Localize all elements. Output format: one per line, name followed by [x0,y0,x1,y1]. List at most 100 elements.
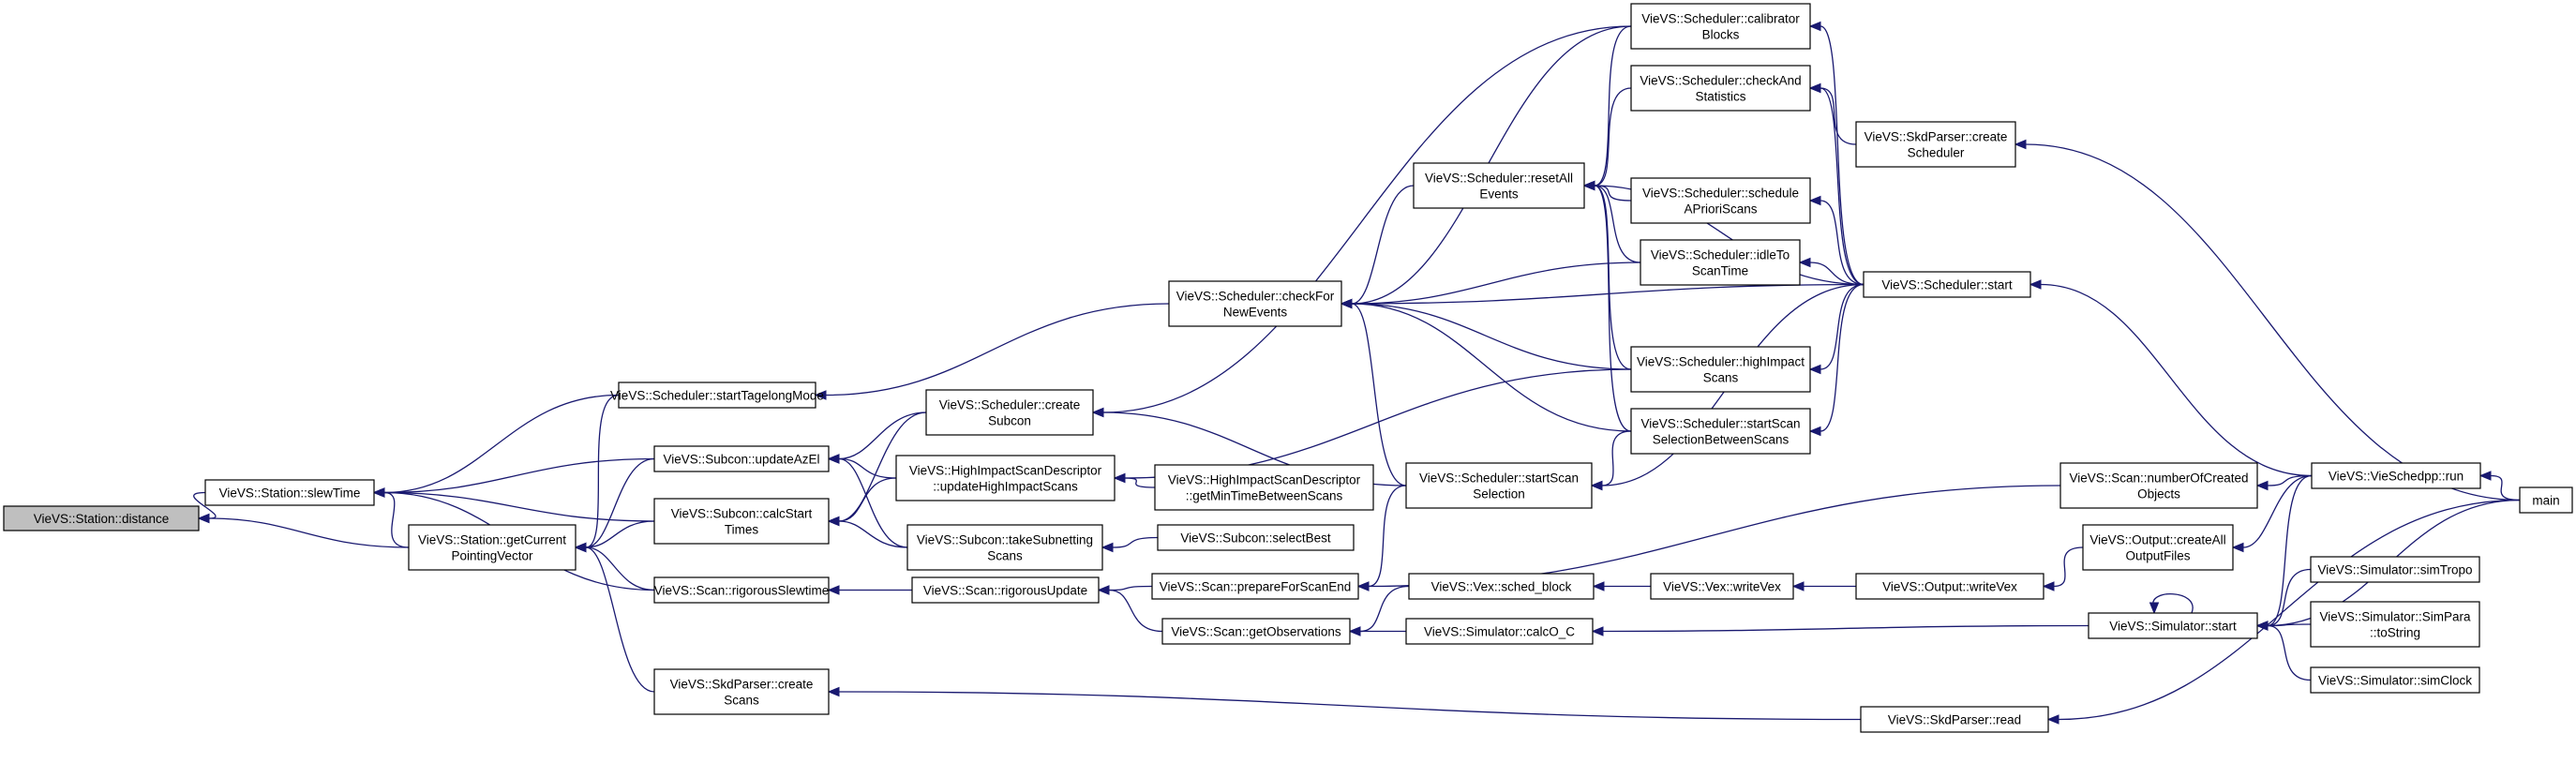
edge-takeSubnettingScans-to-calcStartTimes [827,516,908,548]
arrowhead [2231,542,2244,553]
edge-line [2267,568,2312,627]
node-label: Blocks [1702,28,1740,42]
edge-vieSchedppRun-to-createAllOutputFiles [2231,474,2313,553]
edge-rigorousSlewtime-to-getCurrentPointingVector [574,542,655,591]
node-label: VieVS::Subcon::calcStart [671,507,813,521]
edge-line [1124,477,1156,488]
edge-skdCreateScheduler-to-checkAndStatistics [1808,82,1857,145]
edge-startScanSelectionBetweenScans-to-resetAllEvents [1582,180,1632,432]
arrowhead [1113,472,1126,484]
edge-line [838,411,927,460]
node-label: main [2532,494,2559,508]
arrowhead [1808,364,1821,375]
node-updateAzEl[interactable]: VieVS::Subcon::updateAzEl [653,445,830,472]
node-simParaToString[interactable]: VieVS::Simulator::SimPara::toString [2310,601,2480,648]
edge-line [585,457,655,548]
node-getObservations[interactable]: VieVS::Scan::getObservations [1161,618,1351,645]
edge-getCurrentPointingVector-to-slewTime [372,487,410,548]
node-label: VieVS::Scan::rigorousSlewtime [654,584,830,598]
node-distance[interactable]: VieVS::Station::distance [3,505,200,531]
arrowhead [1582,180,1595,191]
node-startTagelongMode[interactable]: VieVS::Scheduler::startTagelongMode [610,382,824,409]
edge-highImpactScans-to-resetAllEvents [1582,180,1632,370]
edge-line [1112,536,1159,548]
edge-main-to-skdRead [2046,499,2521,725]
arrowhead [2042,581,2055,591]
node-label: VieVS::Scheduler::highImpact [1637,355,1805,369]
node-label: VieVS::Subcon::selectBest [1180,531,1331,546]
node-label: VieVS::SkdParser::create [1865,130,2008,144]
node-slewTime[interactable]: VieVS::Station::slewTime [204,479,375,506]
node-box [2519,486,2573,514]
node-schedulerStart[interactable]: VieVS::Scheduler::start [1863,271,2031,298]
node-simClock[interactable]: VieVS::Simulator::simClock [2310,666,2480,694]
node-simTropo[interactable]: VieVS::Simulator::simTropo [2310,556,2480,583]
node-box [1413,162,1585,209]
node-box [1154,464,1374,511]
node-skdRead[interactable]: VieVS::SkdParser::read [1860,706,2049,733]
edge-line [838,477,897,522]
node-label: ::toString [2370,626,2420,640]
edge-updateAzEl-to-slewTime [372,457,655,498]
node-prepareForScanEnd[interactable]: VieVS::Scan::prepareForScanEnd [1151,573,1359,600]
node-label: VieVS::Scheduler::startTagelongMode [610,389,824,403]
edge-outputWriteVex-to-writeVex [1791,581,1857,591]
edge-line [1351,303,1407,486]
edge-takeSubnettingScans-to-updateAzEl [827,454,908,548]
edge-line [825,303,1170,396]
node-writeVex[interactable]: VieVS::Vex::writeVex [1650,573,1794,600]
edge-line [1102,25,1632,413]
edge-schedulerStart-to-idleToScanTime [1798,257,1865,286]
edge-line [1820,87,1865,286]
node-updateHighImpactScans[interactable]: VieVS::HighImpactScanDescriptor::updateH… [895,455,1116,501]
node-box [2082,524,2234,571]
node-label: Scans [1703,371,1739,385]
node-simulatorStart[interactable]: VieVS::Simulator::start [2088,612,2258,639]
node-box [895,455,1116,501]
node-rigorousSlewtime[interactable]: VieVS::Scan::rigorousSlewtime [653,576,830,604]
edge-calcStartTimes-to-slewTime [372,487,655,522]
node-box [1161,618,1351,645]
node-main[interactable]: main [2519,486,2573,514]
node-calcOC[interactable]: VieVS::Simulator::calcO_C [1405,618,1594,645]
arrowhead [1591,626,1604,636]
node-label: VieVS::Output::createAll [2089,533,2225,547]
node-startScanSelectionBetweenScans[interactable]: VieVS::Scheduler::startScanSelectionBetw… [1630,408,1811,455]
node-label: VieVS::SkdParser::read [1888,713,2021,727]
node-rigorousUpdate[interactable]: VieVS::Scan::rigorousUpdate [911,576,1100,604]
node-schedBlock[interactable]: VieVS::Vex::sched_block [1408,573,1595,600]
node-outputWriteVex[interactable]: VieVS::Output::writeVex [1855,573,2044,600]
edge-line [193,491,217,519]
edge-highImpactScans-to-checkForNewEvents [1340,298,1632,370]
edge-getCurrentPointingVector-to-distance [197,513,410,548]
node-vieSchedppRun[interactable]: VieVS::VieSchedpp::run [2311,462,2481,489]
node-box [2311,462,2481,489]
node-box [1630,65,1811,112]
node-label: VieVS::Scheduler::checkFor [1176,290,1335,304]
edge-line [1594,87,1632,187]
edge-simulatorStart-to-simulatorStart [2149,593,2194,615]
edge-line [1594,185,1641,263]
node-selectBest[interactable]: VieVS::Subcon::selectBest [1157,524,1355,551]
node-label: VieVS::Scheduler::startScan [1640,417,1800,431]
node-box [2059,462,2258,509]
edge-line [1351,185,1415,305]
edge-line [208,517,410,548]
node-getMinTimeBetweenScans[interactable]: VieVS::HighImpactScanDescriptor::getMinT… [1154,464,1374,511]
